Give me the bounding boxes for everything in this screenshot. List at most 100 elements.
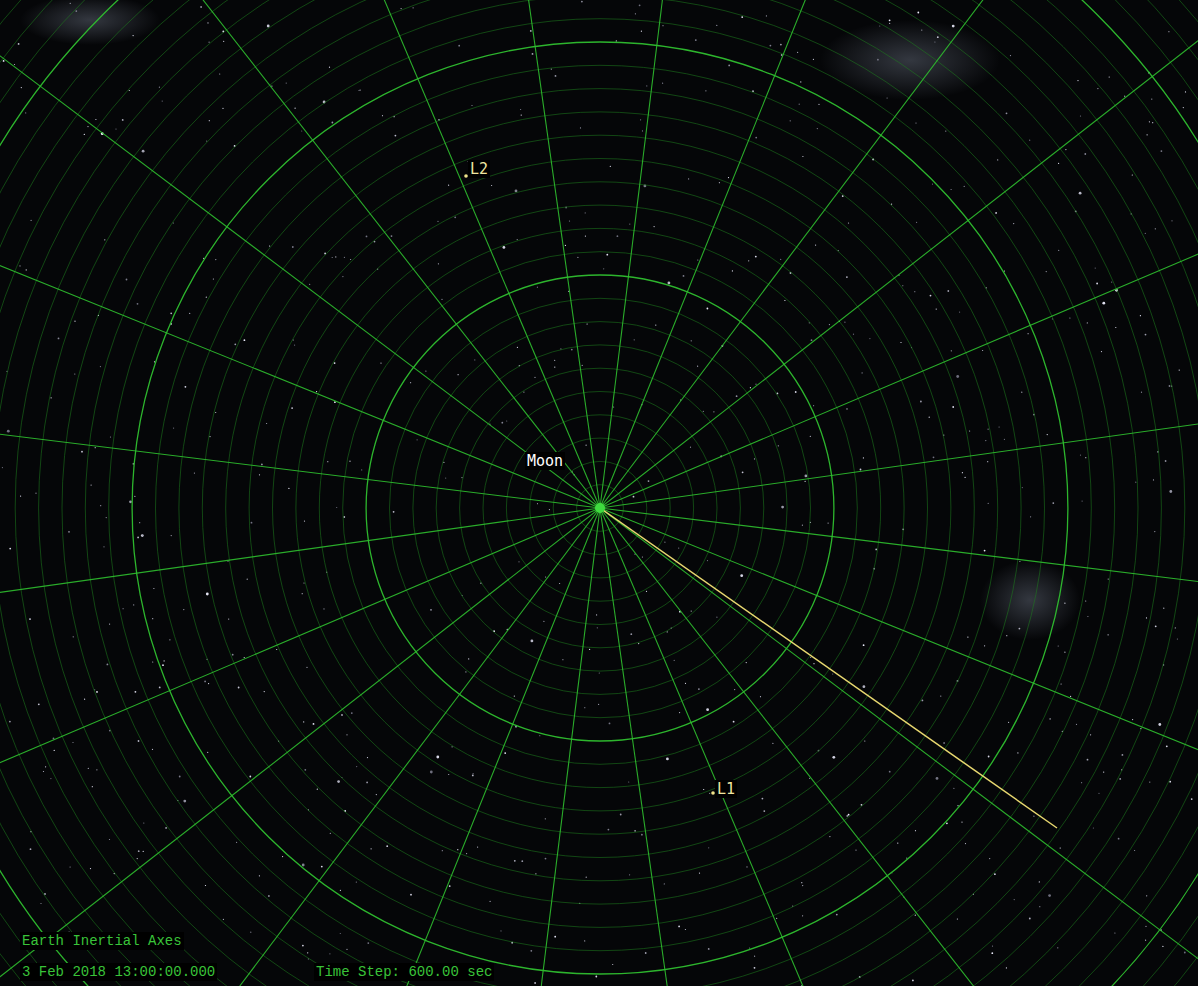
star — [936, 309, 937, 310]
star — [332, 257, 333, 258]
star — [1169, 490, 1172, 493]
star — [152, 749, 153, 750]
star — [597, 627, 598, 628]
star — [646, 85, 647, 86]
star — [853, 334, 854, 335]
star — [371, 848, 372, 849]
grid-ring — [319, 228, 880, 787]
grid-ring — [296, 205, 904, 811]
star — [741, 16, 743, 18]
star — [674, 660, 675, 661]
star — [1141, 392, 1142, 393]
milky-way-patch — [980, 560, 1080, 640]
grid-spoke — [188, 508, 600, 986]
star — [206, 593, 209, 596]
star — [863, 685, 866, 688]
star — [135, 691, 137, 693]
star — [690, 447, 691, 448]
star — [654, 226, 655, 227]
star — [137, 537, 139, 539]
star — [844, 322, 845, 323]
star — [247, 579, 248, 580]
grid-ring — [553, 461, 647, 554]
star — [159, 87, 160, 88]
star — [933, 456, 935, 458]
star — [1114, 932, 1115, 933]
star — [92, 786, 93, 787]
star — [334, 362, 336, 364]
star — [595, 976, 597, 978]
star — [341, 714, 343, 716]
star — [380, 363, 381, 364]
star — [616, 40, 617, 41]
star — [900, 342, 901, 343]
star — [1155, 228, 1156, 229]
star — [159, 687, 161, 689]
star — [728, 65, 730, 67]
star — [1145, 233, 1146, 234]
star — [313, 723, 315, 725]
star — [713, 411, 714, 412]
star — [518, 561, 519, 562]
star — [448, 774, 449, 775]
star — [73, 636, 74, 637]
star — [961, 822, 962, 823]
star — [586, 877, 587, 878]
star — [582, 365, 583, 366]
star — [349, 461, 350, 462]
star — [1145, 926, 1146, 927]
star — [545, 818, 546, 819]
grid-spoke — [600, 0, 1198, 508]
star — [1013, 223, 1014, 224]
star — [802, 156, 803, 157]
star — [754, 967, 756, 969]
grid-ring — [15, 0, 1185, 986]
star — [1093, 827, 1094, 828]
star — [1058, 645, 1059, 646]
star — [1081, 782, 1082, 783]
star — [25, 112, 26, 113]
star — [209, 436, 210, 437]
star — [337, 780, 340, 783]
star — [1048, 894, 1051, 897]
star — [303, 582, 304, 583]
star — [1183, 107, 1184, 108]
star — [664, 883, 665, 884]
star — [754, 956, 755, 957]
grid-spoke — [600, 0, 734, 508]
grid-ring — [366, 275, 834, 741]
star — [746, 866, 747, 867]
star — [1152, 122, 1153, 123]
star — [367, 757, 368, 758]
star — [902, 285, 903, 286]
star — [802, 915, 803, 916]
star — [21, 87, 22, 88]
star — [329, 67, 330, 68]
grid-ring — [226, 135, 975, 881]
star — [232, 654, 234, 656]
star — [443, 462, 444, 463]
star — [366, 236, 368, 238]
star — [104, 239, 105, 240]
star — [474, 359, 475, 360]
star — [304, 521, 305, 522]
star — [223, 919, 224, 920]
star — [1185, 91, 1186, 92]
star — [165, 827, 167, 829]
star — [778, 445, 779, 446]
grid-spoke — [0, 0, 600, 508]
star — [887, 97, 888, 98]
star — [817, 128, 818, 129]
star — [1028, 333, 1029, 334]
star — [646, 591, 647, 592]
star — [1046, 271, 1047, 272]
star — [555, 75, 557, 77]
star — [863, 644, 865, 646]
star — [957, 918, 958, 919]
grid-spoke — [170, 0, 600, 508]
star — [755, 137, 757, 139]
star — [29, 618, 31, 620]
grid-ring — [85, 0, 1114, 986]
star — [707, 560, 708, 561]
star — [1145, 334, 1147, 336]
